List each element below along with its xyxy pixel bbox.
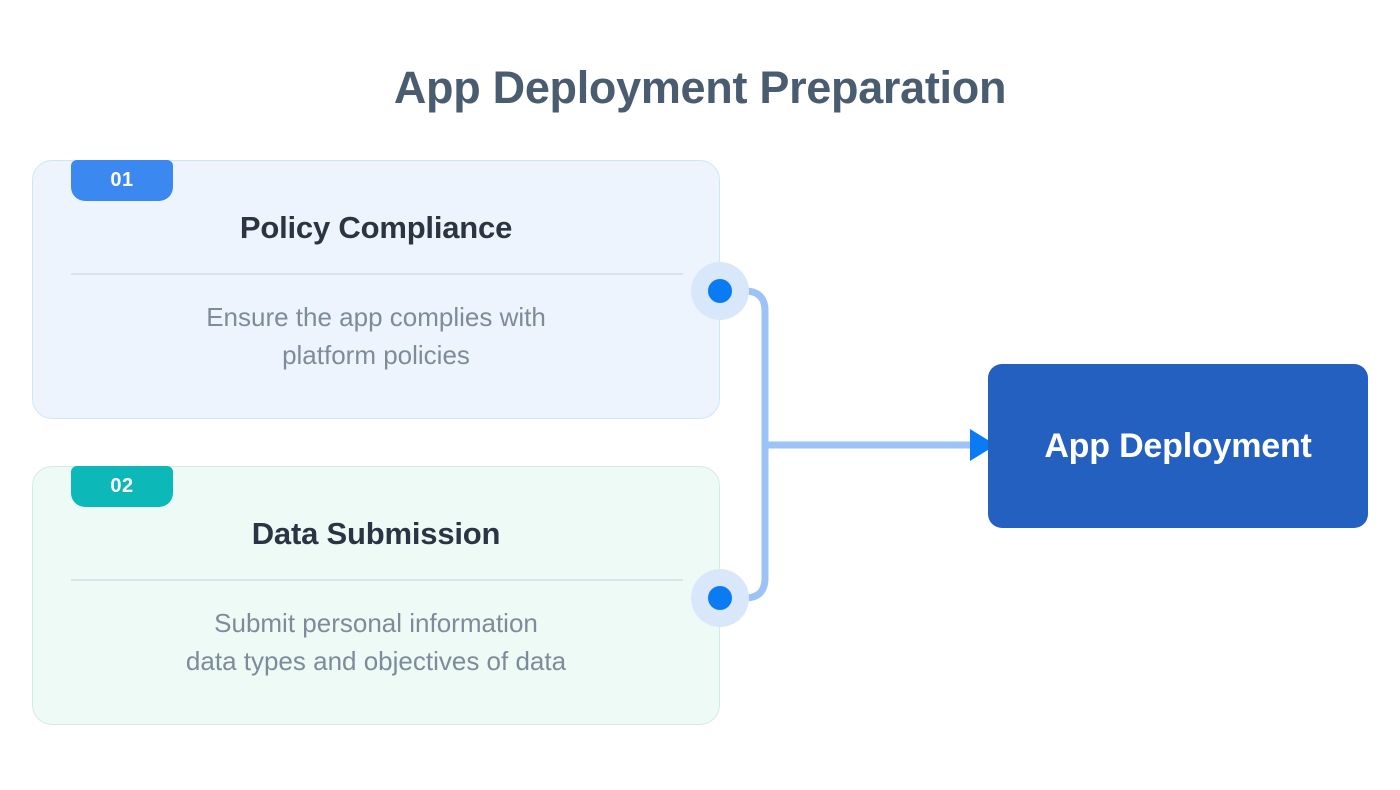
step-card-title-01: Policy Compliance [239,210,513,245]
step-card-data-submission[interactable]: 02 Data Submission Submit personal infor… [32,466,720,725]
step-card-divider-02 [71,579,683,581]
step-card-divider-01 [71,273,683,275]
step-number-badge-02: 02 [71,466,173,507]
app-deployment-box[interactable]: App Deployment [988,364,1368,528]
step-card-title-02: Data Submission [251,516,501,551]
connector-node-01 [691,262,749,320]
step-card-body-01: Ensure the app complies with platform po… [206,302,546,370]
step-number-badge-01: 01 [71,160,173,201]
page-title: App Deployment Preparation [393,62,1007,113]
app-deployment-label: App Deployment [1044,426,1312,465]
step-card-body-02: Submit personal information data types a… [185,608,567,676]
step-card-policy-compliance[interactable]: 01 Policy Compliance Ensure the app comp… [32,160,720,419]
connector-trunk-path [716,287,769,602]
connector-node-02 [691,569,749,627]
